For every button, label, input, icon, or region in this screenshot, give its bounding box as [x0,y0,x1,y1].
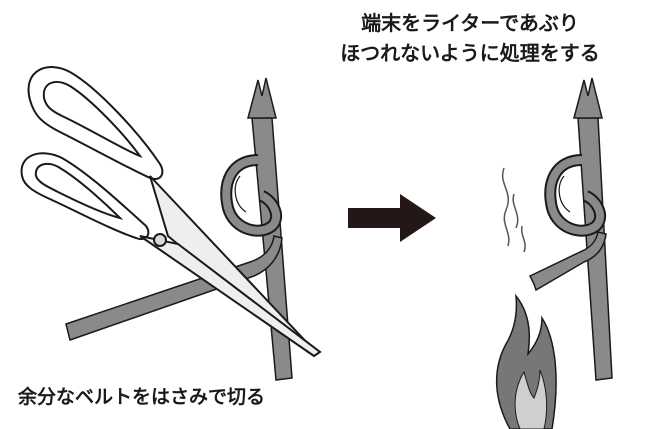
belt-tip [247,77,277,119]
belt-cut-end [528,231,607,292]
caption-right-line2: ほつれないように処理をする [340,41,600,65]
scissors-icon [20,66,322,358]
caption-right-line1: 端末をライターであぶり [361,11,579,35]
flame-icon [496,293,557,429]
caption-right: 端末をライターであぶり ほつれないように処理をする [300,8,640,68]
smoke-icon [501,167,526,253]
right-scene [496,77,613,429]
left-scene [20,66,322,381]
caption-left: 余分なベルトをはさみで切る [18,386,266,408]
belt-excess [65,235,283,341]
belt-tip-right [573,77,603,119]
arrow-right-icon [348,194,436,242]
